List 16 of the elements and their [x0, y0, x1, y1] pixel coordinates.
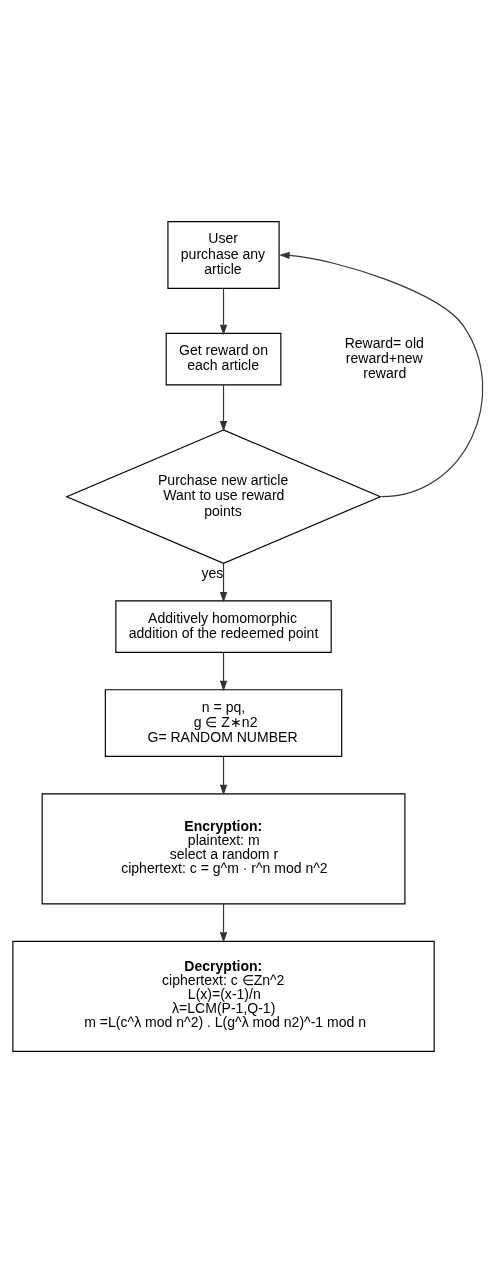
arrow [279, 251, 484, 497]
node-box: Decryption: ciphertext: c ∈Zn^2 L(x)=(x-1)/n λ=LCM(P-1,Q-1) m =L(c^λ mod n^2) . L(g^λ mod n2)^-1 mod n [12, 940, 435, 1052]
arrow [219, 903, 228, 943]
arrow [219, 384, 228, 432]
node-box: Additively homomorphic addition of the redeemed point [115, 599, 332, 653]
node-box: n = pq, g ∈ Z∗n2 G= RANDOM NUMBER [104, 688, 343, 757]
node-box: User purchase any article [167, 220, 280, 289]
node-box: Encryption: plaintext: m select a random r ciphertext: c = g^m · r^n mod n^2 [41, 792, 406, 904]
edge-label: yes [201, 564, 224, 581]
node-diamond: Purchase new article Want to use reward points [65, 428, 382, 564]
arrow [219, 651, 228, 691]
arrow [219, 755, 228, 795]
label: Reward= old reward+new reward [344, 334, 424, 381]
arrow [219, 287, 228, 335]
arrow [219, 562, 228, 603]
node-box: Get reward on each article [165, 332, 282, 385]
